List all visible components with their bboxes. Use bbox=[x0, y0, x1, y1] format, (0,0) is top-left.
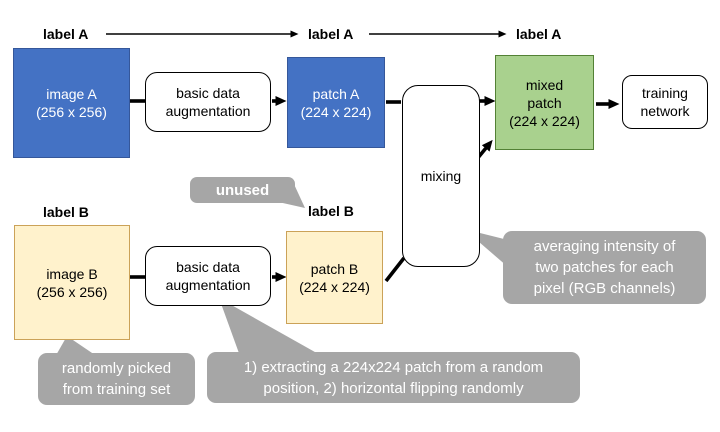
extracting-line1: 1) extracting a 224x224 patch from a ran… bbox=[243, 358, 544, 376]
image-b-box: image B (256 x 256) bbox=[14, 225, 130, 340]
label-a-over-patchA: label A bbox=[308, 26, 354, 42]
extract-callout-tail bbox=[219, 298, 322, 356]
patch-a-size: (224 x 224) bbox=[300, 103, 372, 120]
augmentation-b-box: basic data augmentation bbox=[145, 246, 271, 306]
mixed-patch-line2: patch bbox=[527, 94, 562, 111]
averaging-line3: pixel (RGB channels) bbox=[533, 280, 676, 297]
mixing-label: mixing bbox=[420, 168, 462, 184]
training-network-line1: training bbox=[642, 85, 688, 101]
image-a-size: (256 x 256) bbox=[36, 104, 107, 120]
picked-callout-tail bbox=[55, 336, 98, 357]
augmentation-a-box: basic data augmentation bbox=[145, 72, 271, 132]
augmentation-a-line1: basic data bbox=[176, 85, 240, 101]
augmentation-b-line2: augmentation bbox=[165, 277, 251, 293]
label-b-over-imageB: label B bbox=[43, 204, 89, 220]
randomly-picked-callout: randomly picked from training set bbox=[38, 353, 195, 405]
label-a-over-imageA: label A bbox=[43, 26, 89, 42]
mixed-patch-box: mixed patch (224 x 224) bbox=[495, 55, 594, 150]
augmentation-a-line2: augmentation bbox=[165, 103, 251, 119]
patch-a-title: patch A bbox=[312, 85, 360, 102]
label-b-over-patchB: label B bbox=[308, 203, 354, 219]
label-a-over-mixedPatch: label A bbox=[516, 26, 562, 42]
patch-b-size: (224 x 224) bbox=[299, 278, 370, 295]
image-a-box: image A (256 x 256) bbox=[13, 48, 130, 158]
patch-a-box: patch A (224 x 224) bbox=[287, 57, 385, 148]
patch-b-title: patch B bbox=[310, 260, 359, 277]
randomly-picked-line2: from training set bbox=[62, 381, 171, 398]
mixed-patch-line1: mixed bbox=[525, 76, 564, 93]
averaging-callout: averaging intensity of two patches for e… bbox=[503, 231, 706, 304]
mixed-patch-size: (224 x 224) bbox=[509, 112, 580, 129]
extracting-line2: position, 2) horizontal flipping randoml… bbox=[263, 379, 524, 397]
averaging-line2: two patches for each bbox=[535, 259, 674, 276]
averaging-line1: averaging intensity of bbox=[533, 238, 676, 255]
image-a-title: image A bbox=[46, 86, 97, 102]
training-network-line2: network bbox=[640, 103, 690, 119]
training-network-box: training network bbox=[622, 75, 708, 129]
patch-b-box: patch B (224 x 224) bbox=[286, 231, 383, 324]
image-b-size: (256 x 256) bbox=[36, 283, 108, 300]
image-b-title: image B bbox=[46, 265, 98, 282]
augmentation-b-line1: basic data bbox=[176, 259, 240, 275]
randomly-picked-line1: randomly picked bbox=[61, 360, 172, 377]
mixing-box: mixing bbox=[402, 85, 480, 267]
unused-callout-text: unused bbox=[215, 181, 270, 199]
extracting-callout: 1) extracting a 224x224 patch from a ran… bbox=[207, 352, 580, 403]
connector-patchB-mixing bbox=[384, 256, 406, 283]
unused-callout: unused bbox=[190, 177, 295, 203]
